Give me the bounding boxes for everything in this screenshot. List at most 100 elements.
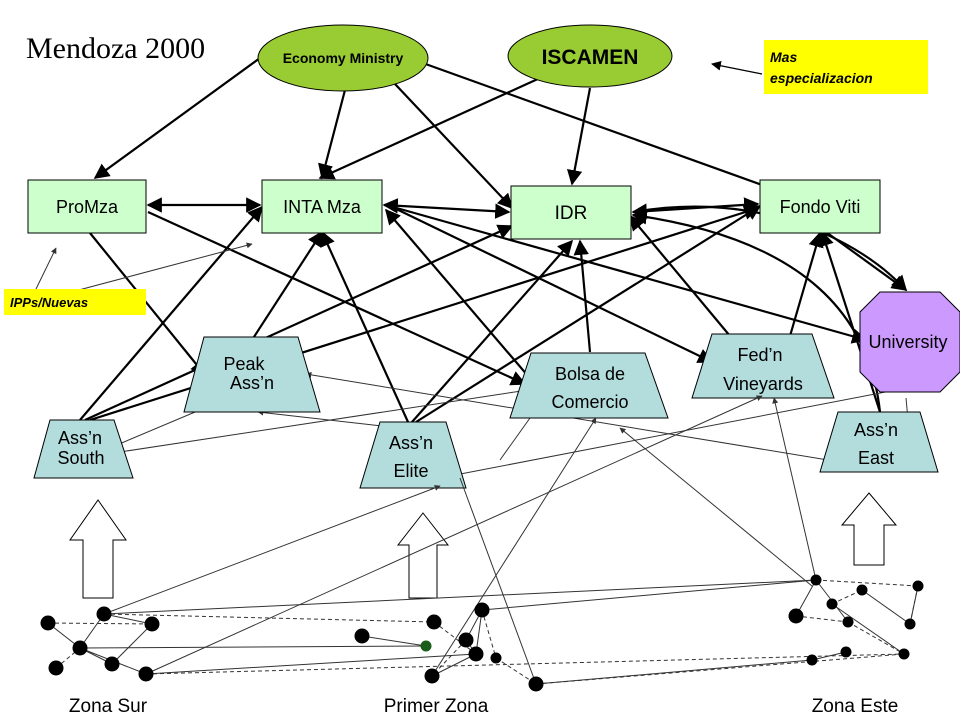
arrow-elite-idr	[411, 239, 574, 423]
network-node	[426, 614, 442, 630]
assn-east-line-1: Ass’n	[854, 420, 898, 440]
assn-south-line-2: South	[57, 448, 104, 468]
iscamen-label: ISCAMEN	[542, 46, 639, 69]
network-edge	[79, 645, 427, 649]
arrow-economy-promza	[93, 57, 261, 179]
arrow-este-bolsa	[619, 427, 813, 587]
bolsa-de-comercio-node: Bolsa de Comercio	[509, 352, 669, 419]
network-node	[528, 676, 544, 692]
network-node	[468, 646, 484, 662]
network-edge	[811, 651, 847, 661]
arrow-economy-fondo	[419, 60, 792, 198]
network-edge	[535, 659, 813, 685]
network-edge-dashed	[47, 622, 153, 625]
arrow-fedn-idr	[629, 214, 731, 337]
bolsa-line-1: Bolsa de	[555, 364, 625, 384]
fedn-line-1: Fed’n	[737, 345, 782, 365]
network-node	[826, 598, 838, 610]
arrow-elite-fondo	[415, 205, 762, 423]
arrow-fondo-university	[825, 231, 908, 291]
arrow-sur-elite	[103, 485, 441, 615]
edge-elite-bolsa	[499, 417, 531, 461]
assn-south-line-1: Ass’n	[58, 428, 102, 448]
edge-primer-elite	[459, 477, 537, 685]
arrow-idr-fondo	[631, 197, 760, 219]
network-node	[474, 602, 490, 618]
ellipse-icon	[257, 24, 429, 92]
arrow-note-iscamen	[711, 60, 763, 75]
network-node	[904, 618, 916, 630]
network-edge-dashed	[103, 613, 435, 623]
network-node	[96, 606, 112, 622]
network-node	[490, 652, 502, 664]
university-label: University	[868, 332, 947, 352]
inta-mza-node: INTA Mza	[261, 179, 383, 234]
network-node	[104, 656, 120, 672]
edge-south-bolsa	[119, 389, 529, 453]
arrow-economy-inta	[318, 89, 347, 180]
network-edge	[431, 653, 477, 677]
idr-node: IDR	[510, 185, 632, 240]
up-arrow-icon	[69, 499, 127, 599]
arrow-peak-promza	[89, 232, 206, 377]
promza-label: ProMza	[56, 197, 119, 217]
arrow-south-inta	[79, 205, 264, 421]
assn-elite-node: Ass’n Elite	[359, 421, 467, 489]
assn-south-node: Ass’n South	[33, 419, 134, 479]
arrow-sur-fedn	[145, 395, 763, 675]
fedn-vineyards-node: Fed’n Vineyards	[691, 333, 835, 399]
network-node	[424, 668, 440, 684]
arrow-ipps-inta	[59, 242, 253, 296]
network-node	[72, 640, 88, 656]
arrow-economy-idr	[394, 83, 514, 210]
network-node	[912, 580, 924, 592]
network-node	[856, 584, 868, 596]
fedn-line-2: Vineyards	[723, 374, 803, 394]
diagram-title: Mendoza 2000	[26, 32, 205, 65]
bottom-network-nodes	[40, 574, 924, 692]
network-node	[458, 632, 474, 648]
network-node	[48, 660, 64, 676]
zona-este-label: Zona Este	[812, 696, 899, 717]
fondo-viti-node: Fondo Viti	[759, 179, 881, 234]
octagon-icon	[859, 291, 960, 393]
arrow-bolsa-idr	[573, 239, 592, 353]
network-node	[420, 640, 432, 652]
network-edge-dashed	[535, 653, 905, 685]
network-edge	[861, 589, 911, 625]
network-edge	[831, 603, 905, 655]
economy-ministry-label: Economy Ministry	[283, 50, 404, 66]
assn-elite-line-2: Elite	[393, 461, 428, 481]
idr-label: IDR	[555, 203, 588, 224]
assn-elite-line-1: Ass’n	[389, 433, 433, 453]
arrow-elite-inta	[320, 230, 410, 423]
arrow-elite-university	[449, 386, 907, 477]
network-edge-dashed	[431, 639, 467, 677]
inta-mza-label: INTA Mza	[283, 197, 362, 217]
network-node	[806, 654, 818, 666]
zona-sur-label: Zona Sur	[69, 696, 148, 717]
fondo-viti-label: Fondo Viti	[780, 197, 861, 217]
network-edge	[103, 613, 153, 625]
edges-thick	[79, 57, 908, 423]
network-node	[842, 616, 854, 628]
network-node	[144, 616, 160, 632]
network-edge-dashed	[795, 615, 849, 623]
network-node	[40, 615, 56, 631]
primer-zona-label: Primer Zona	[384, 696, 489, 717]
network-edge-dashed	[145, 653, 905, 675]
assn-east-line-2: East	[858, 448, 894, 468]
ipps-nuevas-note: IPPs/Nuevas	[4, 289, 146, 315]
up-arrow-icon	[396, 512, 450, 599]
arrow-iscamen-inta	[318, 76, 541, 180]
note-line-1: Mas	[770, 49, 797, 65]
university-node: University	[859, 291, 960, 393]
network-edge	[145, 653, 477, 675]
peak-assn-line-1: Peak	[223, 354, 265, 374]
arrow-este-fedn	[772, 397, 817, 581]
promza-node: ProMza	[27, 179, 147, 234]
network-node	[138, 666, 154, 682]
network-edge-dashed	[847, 621, 905, 655]
